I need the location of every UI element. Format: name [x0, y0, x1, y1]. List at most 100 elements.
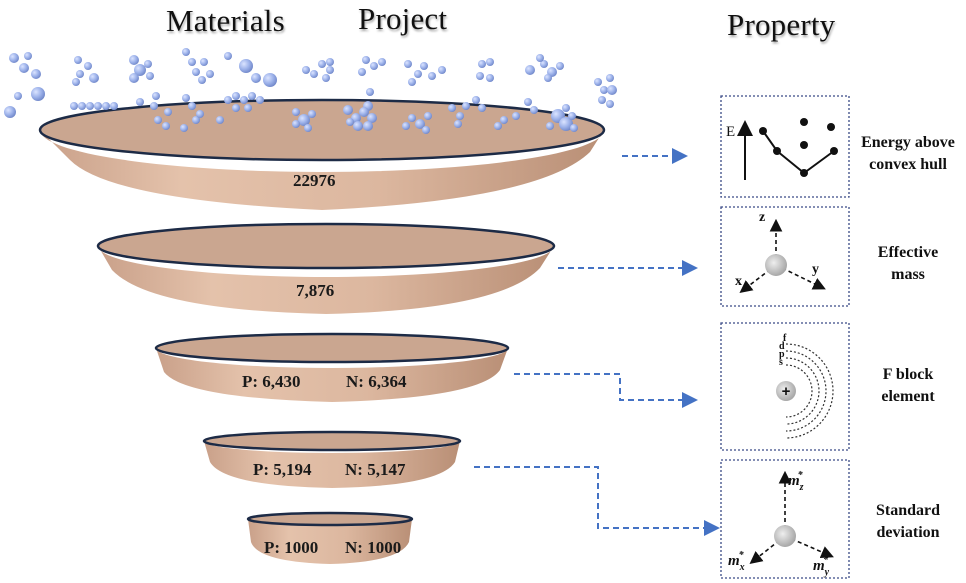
- atom-particle: [188, 102, 196, 110]
- property-box-3: [720, 322, 850, 451]
- atom-particle: [240, 96, 248, 104]
- atom-particles: [4, 48, 617, 134]
- atom-particle: [192, 68, 200, 76]
- atom-particle: [14, 92, 22, 100]
- atom-particle: [598, 96, 606, 104]
- svg-text:z: z: [759, 210, 765, 225]
- arrow-4: [474, 466, 720, 536]
- tier-3-n-count: N: 6,364: [346, 372, 407, 391]
- atom-particle: [540, 60, 548, 68]
- standard-deviation-axes-icon: mz* mx* my*: [728, 470, 834, 578]
- mz-label: mz*: [788, 470, 804, 493]
- atom-particle: [556, 62, 564, 70]
- atom-particle: [478, 104, 486, 112]
- atom-particle: [292, 108, 300, 116]
- atom-particle: [378, 58, 386, 66]
- atom-particle: [438, 66, 446, 74]
- atom-particle: [408, 78, 416, 86]
- atom-particle: [476, 72, 484, 80]
- tier-1-count: 22976: [293, 171, 336, 190]
- atom-particle: [544, 74, 552, 82]
- atom-particle: [500, 116, 508, 124]
- atom-particle: [224, 52, 232, 60]
- atom-particle: [89, 73, 99, 83]
- atom-particle: [546, 122, 554, 130]
- atom-particle: [110, 102, 118, 110]
- property-box-4: [720, 459, 850, 579]
- atom-particle: [224, 96, 232, 104]
- atom-particle: [182, 48, 190, 56]
- atom-particle: [600, 86, 608, 94]
- atom-particle: [102, 102, 110, 110]
- atom-particle: [454, 120, 462, 128]
- atom-particle: [152, 92, 160, 100]
- atom-particle: [129, 55, 139, 65]
- atom-particle: [326, 58, 334, 66]
- atom-particle: [472, 96, 480, 104]
- atom-particle: [239, 59, 253, 73]
- atom-particle: [530, 106, 538, 114]
- bowl-5: [246, 511, 414, 564]
- atom-particle: [367, 113, 377, 123]
- arrow-3: [514, 373, 698, 408]
- svg-text:d: d: [779, 341, 785, 352]
- atom-particle: [146, 72, 154, 80]
- atom-particle: [359, 107, 369, 117]
- tier-4-n-count: N: 5,147: [345, 460, 406, 479]
- atom-particle: [428, 72, 436, 80]
- atom-particle: [154, 116, 162, 124]
- atom-particle: [366, 88, 374, 96]
- atom-particle: [200, 58, 208, 66]
- atom-particle: [414, 70, 422, 78]
- atom-particle: [136, 98, 144, 106]
- atom-particle: [512, 112, 520, 120]
- atom-particle: [232, 104, 240, 112]
- atom-particle: [196, 110, 204, 118]
- atom-particle: [363, 121, 373, 131]
- atom-particle: [448, 104, 456, 112]
- atom-particle: [302, 66, 310, 74]
- atom-particle: [358, 68, 366, 76]
- atom-particle: [188, 58, 196, 66]
- atom-particle: [9, 53, 19, 63]
- atom-particle: [304, 124, 312, 132]
- atom-particle: [244, 104, 252, 112]
- tier-3-p-count: P: 6,430: [242, 372, 301, 391]
- atom-particle: [353, 121, 363, 131]
- property-box-2: [720, 206, 850, 307]
- atom-particle: [74, 56, 82, 64]
- atom-particle: [31, 87, 45, 101]
- atom-particle: [308, 110, 316, 118]
- atom-particle: [164, 108, 172, 116]
- header-property: Property: [727, 7, 836, 42]
- header-project: Project: [358, 1, 448, 36]
- property-box-1: [720, 95, 850, 198]
- atom-particle: [86, 102, 94, 110]
- dashed-arrows: [474, 148, 720, 536]
- atom-particle: [408, 114, 416, 122]
- atom-particle: [322, 74, 330, 82]
- atom-particle: [568, 112, 576, 120]
- atom-particle: [192, 116, 200, 124]
- my-label: my*: [813, 555, 830, 578]
- svg-text:+: +: [782, 383, 791, 400]
- atom-particle: [606, 100, 614, 108]
- energy-axis-label: E: [726, 124, 735, 140]
- atom-particle: [462, 102, 470, 110]
- atom-particle: [326, 66, 334, 74]
- svg-text:f: f: [783, 333, 787, 344]
- atom-particle: [150, 102, 158, 110]
- atom-particle: [182, 94, 190, 102]
- atom-particle: [607, 85, 617, 95]
- atom-particle: [19, 63, 29, 73]
- atom-particle: [415, 119, 425, 129]
- atom-particle: [298, 114, 310, 126]
- effective-mass-axes-icon: z x y: [735, 210, 826, 293]
- atom-particle: [31, 69, 41, 79]
- atom-particle: [263, 73, 277, 87]
- atom-particle: [251, 73, 261, 83]
- svg-text:p: p: [779, 349, 785, 360]
- svg-text:x: x: [735, 274, 742, 289]
